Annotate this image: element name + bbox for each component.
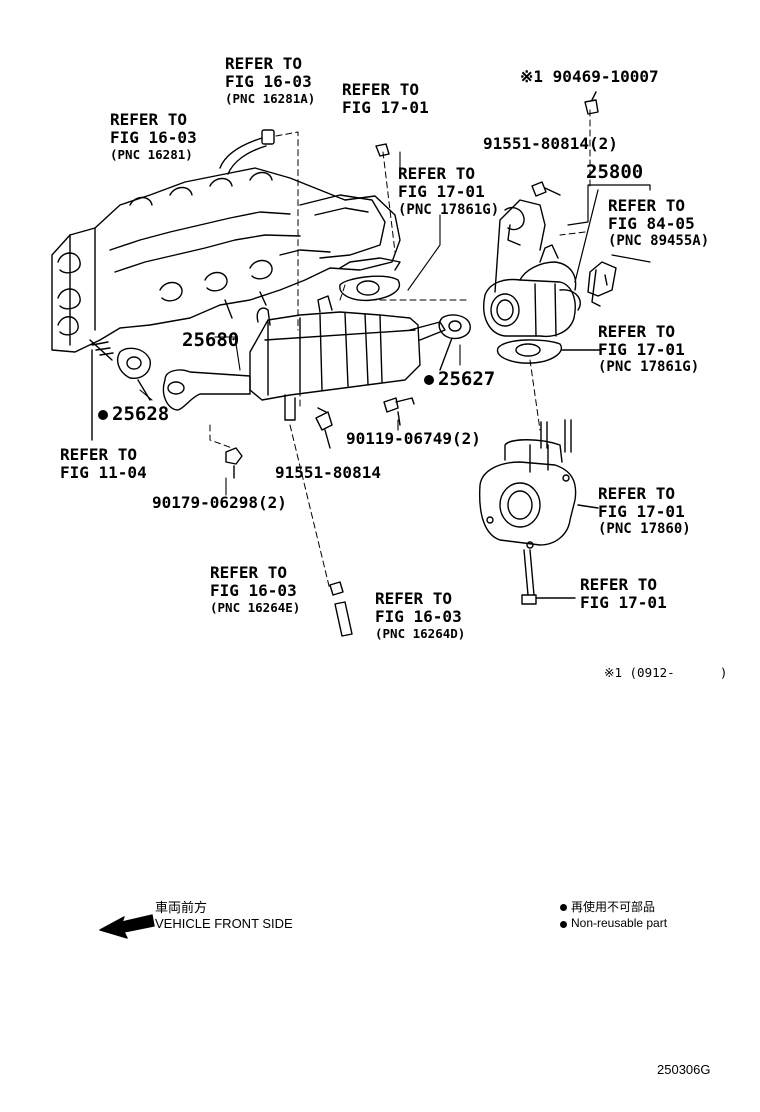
nonreuse-en: Non-reusable part	[571, 916, 668, 931]
part-number-25800: 25800	[586, 161, 644, 183]
part-number-90179: 90179-06298(2)	[152, 493, 287, 512]
ref-fig: FIG 84-05	[608, 214, 695, 233]
clip	[375, 143, 390, 157]
vehicle-front-arrow	[99, 914, 155, 939]
bolt-90119	[383, 397, 415, 426]
ref-line: REFER TO	[342, 80, 420, 99]
ref-line: REFER TO	[110, 110, 188, 129]
figure-code: 250306G	[657, 1062, 711, 1077]
gasket-upper	[339, 257, 401, 302]
ref-label-fig84-05: REFER TO FIG 84-05 (PNC 89455A)	[608, 196, 710, 249]
ref-fig: FIG 11-04	[60, 463, 147, 482]
ref-fig: FIG 17-01	[398, 182, 485, 201]
ref-fig: FIG 16-03	[210, 581, 297, 600]
long-bolt	[521, 549, 576, 605]
ref-label-fig16-03-d: REFER TO FIG 16-03 (PNC 16264D)	[375, 591, 465, 641]
vehicle-front-legend: 車両前方 VEHICLE FRONT SIDE	[155, 900, 293, 931]
non-reusable-dot	[98, 409, 108, 420]
front-en: VEHICLE FRONT SIDE	[155, 915, 293, 931]
non-reusable-legend: 再使用不可部品 Non-reusable part	[560, 899, 667, 931]
hose-16264	[329, 581, 353, 637]
bolt-91551	[315, 407, 333, 449]
ref-line: REFER TO	[598, 322, 676, 341]
ref-label-fig17-01-a: REFER TO FIG 17-01	[342, 82, 429, 116]
hose-16281	[219, 129, 275, 175]
cylinder-head-drawing	[51, 167, 401, 353]
part-number-25628: 25628	[98, 405, 169, 424]
part-number-25680: 25680	[182, 329, 240, 351]
ref-label-fig11-04: REFER TO FIG 11-04	[60, 447, 147, 481]
ref-fig: FIG 17-01	[598, 502, 685, 521]
nonreuse-jp: 再使用不可部品	[571, 900, 656, 914]
ref-fig: FIG 16-03	[225, 72, 312, 91]
part-number-25627: 25627	[424, 370, 495, 389]
stud-bolt	[89, 339, 114, 441]
ref-line: REFER TO	[398, 164, 476, 183]
non-reusable-dot	[424, 374, 434, 385]
ref-pnc: (PNC 17860)	[598, 521, 691, 537]
throttle-body-drawing	[478, 419, 599, 549]
ref-pnc: (PNC 16281)	[110, 147, 193, 162]
ref-pnc: (PNC 16264D)	[375, 626, 466, 641]
bracket-91551	[531, 181, 561, 197]
ref-pnc: (PNC 16264E)	[210, 600, 301, 615]
nut-90179	[225, 447, 243, 479]
non-reusable-dot	[560, 904, 567, 912]
ref-fig: FIG 17-01	[598, 340, 685, 359]
egr-cooler-drawing	[162, 295, 446, 421]
part-number-90119: 90119-06749(2)	[346, 429, 481, 448]
ref-label-fig17-01-e: REFER TO FIG 17-01	[580, 577, 667, 611]
ref-line: REFER TO	[375, 589, 453, 608]
part-number-91551-2: 91551-80814(2)	[483, 134, 618, 153]
part-number-91551: 91551-80814	[275, 463, 381, 482]
gasket-25627	[438, 314, 471, 371]
ref-line: REFER TO	[225, 54, 303, 73]
production-range-note: ※1 (0912- )	[604, 665, 728, 680]
ref-fig: FIG 16-03	[110, 128, 197, 147]
ref-line: REFER TO	[580, 575, 658, 594]
ref-label-fig16-03-c: REFER TO FIG 16-03 (PNC 16264E)	[210, 565, 300, 615]
ref-pnc: (PNC 16281A)	[225, 91, 316, 106]
ref-label-fig17-01-b: REFER TO FIG 17-01 (PNC 17861G)	[398, 164, 500, 218]
ref-label-fig17-01-d: REFER TO FIG 17-01 (PNC 17860)	[598, 484, 691, 537]
gasket-25628	[117, 347, 151, 401]
ref-pnc: (PNC 17861G)	[598, 359, 700, 375]
ref-label-fig17-01-c: REFER TO FIG 17-01 (PNC 17861G)	[598, 322, 700, 375]
pressure-sensor	[587, 261, 617, 307]
ref-line: REFER TO	[60, 445, 138, 464]
ref-pnc: (PNC 89455A)	[608, 233, 710, 249]
ref-line: REFER TO	[210, 563, 288, 582]
ref-label-fig16-03-a: REFER TO FIG 16-03 (PNC 16281A)	[225, 56, 315, 106]
front-jp: 車両前方	[155, 900, 208, 915]
gasket-lower	[496, 339, 601, 364]
ref-label-fig16-03-b: REFER TO FIG 16-03 (PNC 16281)	[110, 112, 197, 162]
ref-fig: FIG 17-01	[342, 98, 429, 117]
part-number-text: 25628	[112, 403, 170, 425]
egr-valve-drawing	[483, 199, 581, 338]
ref-line: REFER TO	[598, 484, 676, 503]
part-number-90469: ※1 90469-10007	[520, 67, 659, 86]
ref-line: REFER TO	[608, 196, 686, 215]
part-number-text: 25627	[438, 368, 496, 390]
non-reusable-dot	[560, 920, 567, 928]
ref-fig: FIG 16-03	[375, 607, 462, 626]
ref-pnc: (PNC 17861G)	[398, 202, 500, 218]
part-90469	[584, 91, 599, 115]
ref-fig: FIG 17-01	[580, 593, 667, 612]
